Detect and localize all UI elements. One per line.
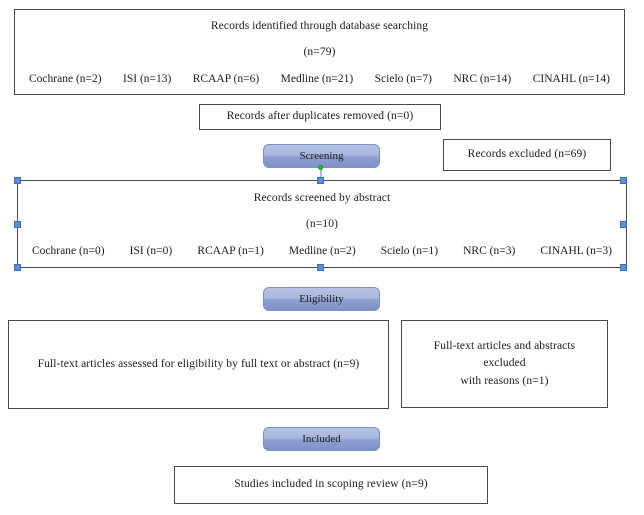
- records-screened-sources: Cochrane (n=0) ISI (n=0) RCAAP (n=1) Med…: [18, 245, 626, 257]
- fulltext-excluded-line2: with reasons (n=1): [460, 374, 549, 387]
- source-medline: Medline (n=21): [280, 72, 354, 85]
- source-nrc: NRC (n=14): [453, 72, 512, 85]
- selection-handle-middle-left[interactable]: [14, 221, 21, 228]
- connector-green-handle-icon[interactable]: [318, 165, 323, 170]
- stage-badge-included-label: Included: [302, 433, 341, 445]
- source-cinahl: CINAHL (n=14): [532, 72, 610, 85]
- records-identified-total: (n=79): [303, 46, 336, 59]
- records-identified-sources: Cochrane (n=2) ISI (n=13) RCAAP (n=6) Me…: [15, 73, 624, 85]
- studies-included-box[interactable]: Studies included in scoping review (n=9): [174, 466, 488, 504]
- records-screened-total: (n=10): [306, 218, 338, 231]
- records-excluded-label: Records excluded (n=69): [467, 148, 587, 161]
- stage-badge-screening[interactable]: Screening: [263, 144, 380, 168]
- selection-handle-bottom-right[interactable]: [620, 264, 627, 271]
- stage-badge-screening-label: Screening: [299, 150, 344, 162]
- screened-source-scielo: Scielo (n=1): [380, 244, 439, 257]
- selection-handle-bottom-left[interactable]: [14, 264, 21, 271]
- fulltext-excluded-box[interactable]: Full-text articles and abstracts exclude…: [401, 320, 608, 408]
- screened-source-nrc: NRC (n=3): [463, 244, 516, 257]
- selection-handle-middle-right[interactable]: [620, 221, 627, 228]
- records-after-duplicates-label: Records after duplicates removed (n=0): [226, 110, 414, 123]
- source-cochrane: Cochrane (n=2): [29, 72, 102, 85]
- selection-handle-top-left[interactable]: [14, 177, 21, 184]
- stage-badge-eligibility-label: Eligibility: [299, 293, 344, 305]
- screened-source-cinahl: CINAHL (n=3): [540, 244, 612, 257]
- records-identified-heading: Records identified through database sear…: [210, 20, 429, 32]
- connector-screening-to-screened: [320, 168, 322, 181]
- screened-source-rcaap: RCAAP (n=1): [197, 244, 264, 257]
- fulltext-assessed-label: Full-text articles assessed for eligibil…: [37, 357, 360, 370]
- source-rcaap: RCAAP (n=6): [192, 72, 260, 85]
- records-excluded-box[interactable]: Records excluded (n=69): [443, 139, 611, 171]
- source-scielo: Scielo (n=7): [374, 72, 432, 85]
- stage-badge-eligibility[interactable]: Eligibility: [263, 287, 380, 311]
- stage-badge-included[interactable]: Included: [263, 427, 380, 451]
- screened-source-cochrane: Cochrane (n=0): [32, 244, 105, 257]
- screened-source-isi: ISI (n=0): [129, 244, 173, 257]
- source-isi: ISI (n=13): [123, 72, 172, 85]
- fulltext-assessed-box[interactable]: Full-text articles assessed for eligibil…: [8, 320, 389, 409]
- records-screened-heading: Records screened by abstract: [253, 192, 391, 204]
- selection-handle-top-right[interactable]: [620, 177, 627, 184]
- records-identified-box[interactable]: Records identified through database sear…: [14, 9, 625, 95]
- selection-handle-bottom-center[interactable]: [317, 264, 324, 271]
- selection-handle-top-center[interactable]: [317, 177, 324, 184]
- screened-source-medline: Medline (n=2): [288, 244, 356, 257]
- fulltext-excluded-line1: Full-text articles and abstracts exclude…: [433, 340, 576, 370]
- records-screened-box[interactable]: Records screened by abstract (n=10) Coch…: [17, 180, 627, 268]
- records-after-duplicates-box[interactable]: Records after duplicates removed (n=0): [199, 104, 441, 130]
- studies-included-label: Studies included in scoping review (n=9): [234, 478, 428, 491]
